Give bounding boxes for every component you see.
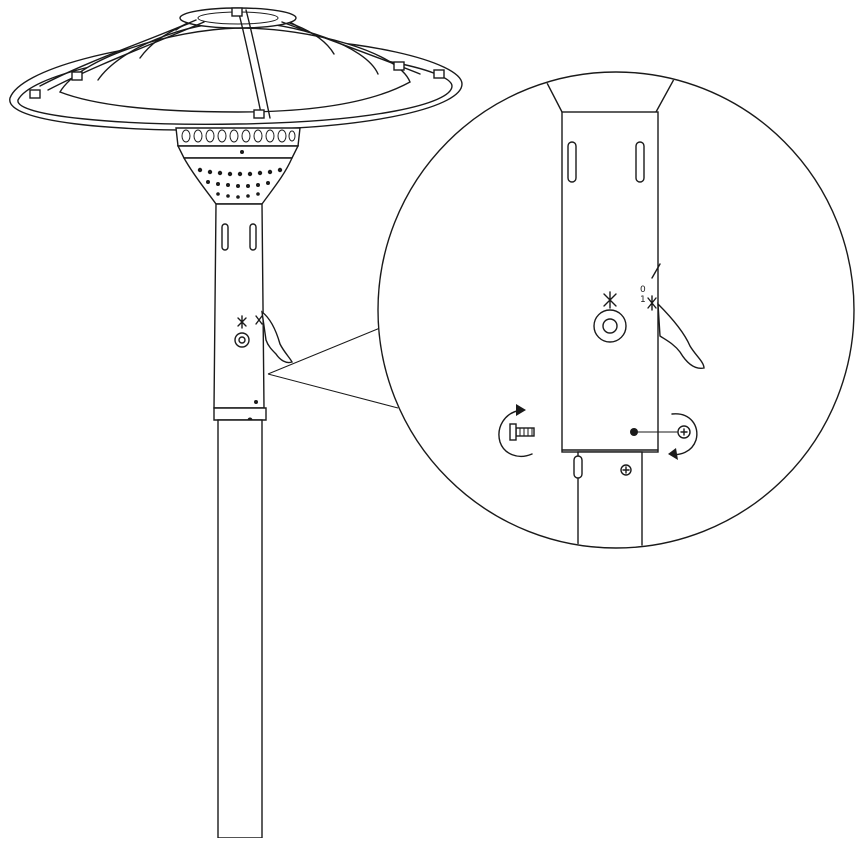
lower-pole [217,419,263,839]
upper-pole [213,203,293,409]
screw-right [636,425,691,439]
detail-pointer-hand-icon [657,302,705,369]
spark-icon [237,315,247,329]
vent-holes-upper [181,129,296,143]
rotate-arrow-right-icon [669,413,698,456]
rotate-arrow-left-icon [498,409,533,458]
label-one: 1 [640,295,646,305]
detail-magnifier: 0 1 [377,71,855,549]
reflector-dome [9,7,463,131]
detail-spark-icon-small [647,295,657,311]
detail-spark-icon [603,291,617,309]
pointer-hand-icon [261,310,293,364]
screw-left [509,423,535,441]
callout-leader-lines [267,327,399,409]
heater-element-housing [175,127,301,205]
vent-holes-lower [197,167,283,199]
label-zero: 0 [640,285,646,295]
spark-icon-small [255,315,263,325]
pole-coupling [213,407,267,423]
set-screw-hole [630,428,638,436]
